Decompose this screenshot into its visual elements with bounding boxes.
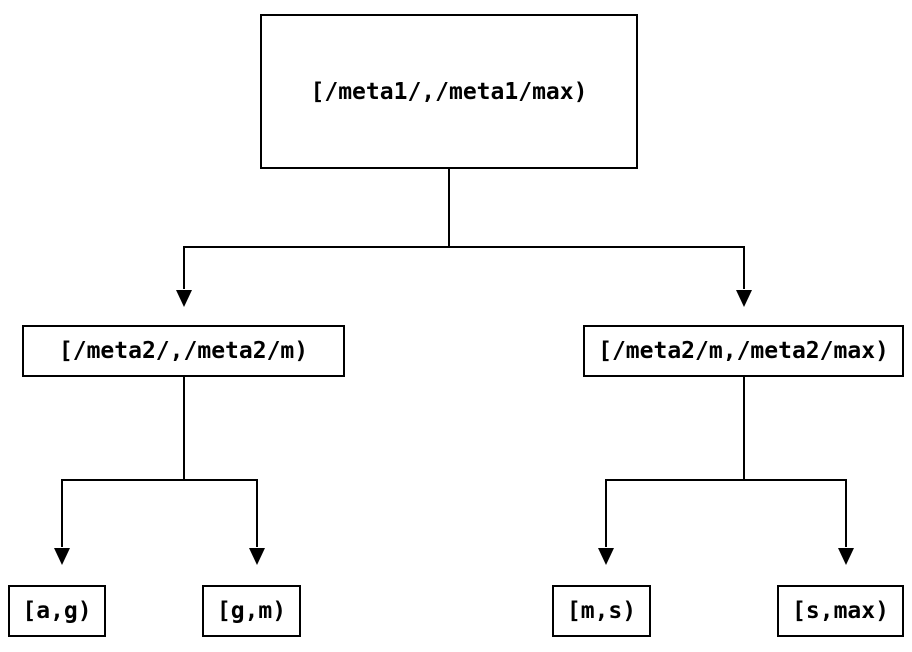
node-leaf-smax-label: [s,max) bbox=[792, 598, 889, 624]
node-leaf-ag: [a,g) bbox=[8, 585, 106, 637]
node-leaf-gm: [g,m) bbox=[202, 585, 301, 637]
node-leaf-gm-label: [g,m) bbox=[216, 598, 287, 624]
edge-mid-right-leaf-ms bbox=[598, 479, 614, 565]
edge-mid-left-leaf-gm bbox=[249, 479, 265, 565]
arrowhead-down-icon bbox=[838, 548, 854, 565]
node-leaf-smax: [s,max) bbox=[777, 585, 904, 637]
node-leaf-ag-label: [a,g) bbox=[22, 598, 92, 624]
node-leaf-ms: [m,s) bbox=[552, 585, 651, 637]
arrowhead-down-icon bbox=[736, 290, 752, 307]
edge-mid-right-leaf-smax bbox=[838, 479, 854, 565]
node-leaf-ms-label: [m,s) bbox=[566, 598, 637, 624]
node-mid-left-label: [/meta2/,/meta2/m) bbox=[58, 338, 309, 364]
node-root: [/meta1/,/meta1/max) bbox=[260, 14, 638, 169]
node-mid-right-label: [/meta2/m,/meta2/max) bbox=[598, 338, 889, 364]
edge-mid-left-stem bbox=[62, 377, 257, 481]
node-mid-left: [/meta2/,/meta2/m) bbox=[22, 325, 345, 377]
edge-root-mid-right bbox=[736, 246, 752, 307]
edge-mid-left-leaf-ag bbox=[54, 479, 70, 565]
edge-mid-right-stem bbox=[606, 377, 846, 481]
arrowhead-down-icon bbox=[54, 548, 70, 565]
edge-root-mid-left bbox=[176, 246, 192, 307]
arrowhead-down-icon bbox=[598, 548, 614, 565]
arrowhead-down-icon bbox=[249, 548, 265, 565]
edge-root-stem bbox=[184, 169, 744, 248]
node-root-label: [/meta1/,/meta1/max) bbox=[310, 78, 588, 105]
arrowhead-down-icon bbox=[176, 290, 192, 307]
node-mid-right: [/meta2/m,/meta2/max) bbox=[583, 325, 904, 377]
